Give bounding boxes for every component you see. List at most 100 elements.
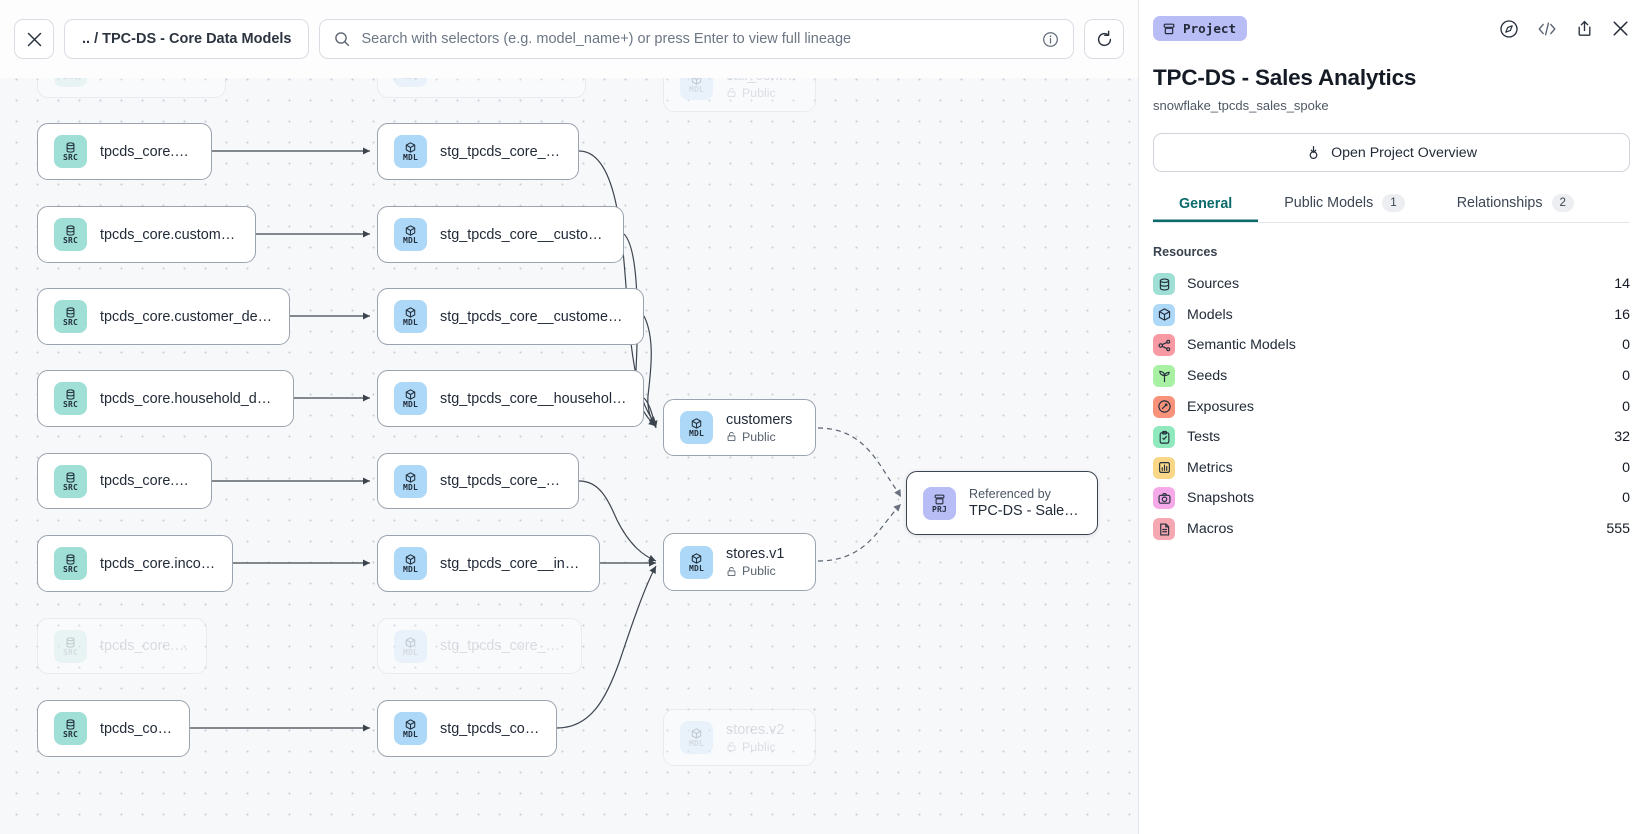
gauge-icon	[1153, 395, 1175, 418]
refresh-button[interactable]	[1084, 19, 1124, 59]
seed-icon	[1153, 365, 1175, 388]
node-visibility: Public	[726, 564, 784, 578]
graph-node-mdl_stg_cust_demo[interactable]: MDLstg_tpcds_core__customer_demogra…	[377, 288, 644, 345]
resource-count: 0	[1622, 368, 1630, 385]
lock-icon	[727, 741, 736, 752]
node-type-badge-src: SRC	[54, 464, 87, 498]
resource-type-chip: Project	[1153, 16, 1248, 41]
search-icon	[335, 32, 350, 47]
resource-label: Semantic Models	[1187, 337, 1296, 354]
node-title: stg_tpcds_core__inventory	[440, 638, 565, 654]
cube-icon	[1153, 303, 1175, 326]
node-title: TPC-DS - Sales Analytics	[969, 503, 1081, 519]
lineage-canvas[interactable]: SRCtpcds_core.call_centerSRCtpcds_core.c…	[0, 0, 1139, 834]
node-type-badge-mdl: MDL	[394, 382, 427, 415]
info-circle-icon[interactable]	[1042, 31, 1059, 48]
resource-label: Sources	[1187, 276, 1240, 293]
node-title: stg_tpcds_core__store	[440, 720, 540, 737]
close-lineage-button[interactable]	[14, 19, 54, 59]
overview-icon	[1309, 145, 1318, 160]
resource-row-sources[interactable]: Sources 14	[1153, 269, 1630, 300]
node-type-badge-mdl: MDL	[394, 218, 427, 251]
graph-node-src_customer_demo[interactable]: SRC tpcds_core.customer_demographics	[37, 288, 290, 345]
chip-label: Project	[1183, 21, 1237, 36]
page-subtitle: snowflake_tpcds_sales_spoke	[1153, 98, 1329, 113]
node-reference-label: Referenced by	[969, 487, 1051, 501]
tab-count: 2	[1551, 194, 1574, 212]
node-type-badge-mdl: MDL	[394, 712, 427, 745]
bar-chart-icon	[1153, 456, 1175, 479]
node-title: tpcds_core.date_dim	[100, 473, 195, 489]
lock-icon	[727, 431, 736, 442]
search-placeholder-text: Search with selectors (e.g. model_name+)…	[361, 31, 852, 47]
node-type-badge-src: SRC	[54, 629, 87, 663]
resource-label: Seeds	[1187, 368, 1228, 385]
node-title: tpcds_core.customer_demographics	[100, 308, 273, 325]
resource-count: 0	[1622, 459, 1630, 476]
details-panel: Project TPC-DS - Sales Analytic	[1139, 0, 1648, 834]
node-visibility: Public	[726, 86, 799, 100]
resource-row-metrics[interactable]: Metrics 0	[1153, 453, 1630, 484]
project-icon	[1163, 23, 1175, 34]
lock-icon	[727, 566, 736, 576]
graph-icon	[1153, 334, 1175, 357]
resource-row-exposures[interactable]: Exposures 0	[1153, 391, 1630, 422]
resource-label: Metrics	[1187, 459, 1233, 476]
close-icon[interactable]	[1611, 19, 1630, 38]
graph-node-mdl_stg_hh_demo[interactable]: MDLstg_tpcds_core__household_demogr…	[377, 370, 644, 427]
tab-label: Public Models	[1284, 195, 1374, 211]
node-title: stg_tpcds_core__date_dim	[440, 473, 562, 489]
breadcrumb-label: .. / TPC-DS - Core Data Models	[82, 31, 292, 47]
camera-icon	[1153, 487, 1175, 510]
resource-count: 0	[1622, 398, 1630, 415]
tab-general[interactable]: General	[1153, 196, 1258, 222]
node-title: stg_tpcds_core__income_band	[440, 555, 583, 572]
node-type-badge-mdl: MDL	[394, 135, 427, 168]
graph-node-mdl_stg_inventory[interactable]: MDL stg_tpcds_core__inventory	[377, 618, 582, 674]
resource-count: 555	[1606, 521, 1630, 538]
resource-row-macros[interactable]: Macros 555	[1153, 514, 1630, 545]
database-icon	[1153, 273, 1175, 296]
breadcrumb[interactable]: .. / TPC-DS - Core Data Models	[64, 19, 310, 59]
resource-row-seeds[interactable]: Seeds 0	[1153, 361, 1630, 392]
resource-label: Macros	[1187, 521, 1234, 538]
node-type-badge-mdl: MDL	[394, 629, 427, 663]
resource-count: 14	[1614, 276, 1630, 293]
page-title: TPC-DS - Sales Analytics	[1153, 65, 1417, 90]
node-type-badge-src: SRC	[54, 382, 87, 415]
tab-label: General	[1179, 196, 1233, 212]
resource-label: Exposures	[1187, 398, 1255, 415]
node-type-badge-src: SRC	[54, 300, 87, 333]
node-type-badge-mdl: MDL	[680, 721, 713, 754]
open-project-overview-button[interactable]: Open Project Overview	[1153, 133, 1630, 172]
resource-count: 0	[1622, 490, 1630, 507]
graph-node-src_date_dim[interactable]: SRC tpcds_core.date_dim	[37, 453, 212, 509]
graph-node-mdl_stg_store[interactable]: MDL stg_tpcds_core__store	[377, 700, 557, 757]
search-input[interactable]: Search with selectors (e.g. model_name+)…	[319, 19, 1074, 59]
share-icon[interactable]	[1575, 19, 1594, 38]
panel-header: Project	[1139, 0, 1648, 41]
code-icon[interactable]	[1536, 20, 1558, 38]
compass-icon[interactable]	[1499, 19, 1519, 39]
